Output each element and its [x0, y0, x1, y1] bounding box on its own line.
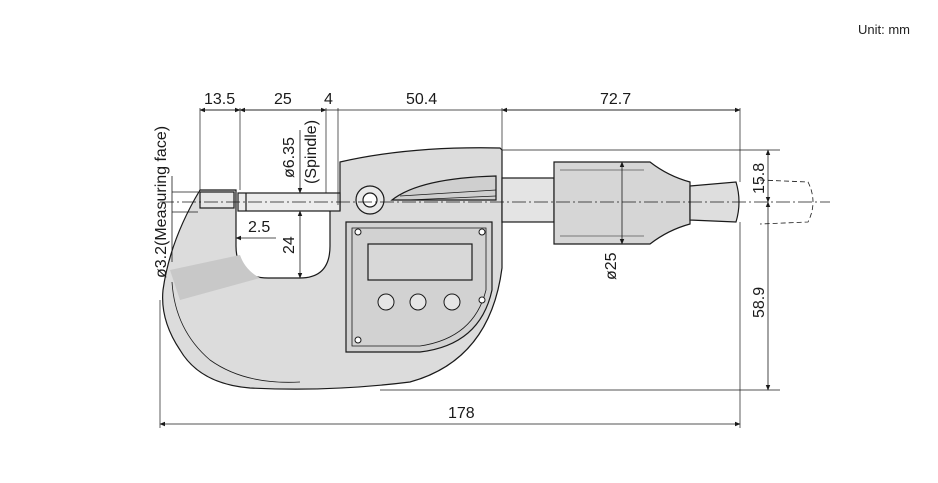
dim-24: 24: [281, 236, 298, 254]
dim-measuring-face: ø3.2(Measuring face): [153, 126, 170, 278]
panel-screws: [354, 228, 486, 344]
dim-15-8: 15.8: [751, 163, 768, 194]
dim-13-5: 13.5: [204, 91, 235, 108]
control-buttons: [377, 293, 461, 311]
anvil: [199, 191, 235, 209]
sleeve: [501, 177, 555, 223]
extension-lines: [159, 108, 780, 428]
dim-spindle-diameter: ø6.35: [281, 137, 298, 178]
lcd-screen: [367, 243, 473, 281]
dim-25: 25: [274, 91, 292, 108]
dimension-lines: [159, 107, 771, 427]
dim-thimble-diameter: ø25: [603, 252, 620, 280]
dim-50-4: 50.4: [406, 91, 437, 108]
dim-2-5: 2.5: [248, 219, 270, 236]
unit-label: Unit: mm: [858, 22, 910, 37]
button-3: [443, 293, 461, 311]
dim-4: 4: [324, 91, 333, 108]
dim-spindle-label: (Spindle): [303, 120, 320, 184]
head-strip: [390, 175, 497, 201]
micrometer-frame: [162, 147, 740, 390]
ratchet-extension: [759, 179, 814, 225]
dim-178: 178: [448, 405, 475, 422]
frame-shadow: [170, 255, 260, 300]
button-1: [377, 293, 395, 311]
frame-inner-edge: [171, 281, 301, 383]
dim-58-9: 58.9: [751, 287, 768, 318]
display-panel-inner: [351, 227, 487, 347]
dim-72-7: 72.7: [600, 91, 631, 108]
button-2: [409, 293, 427, 311]
